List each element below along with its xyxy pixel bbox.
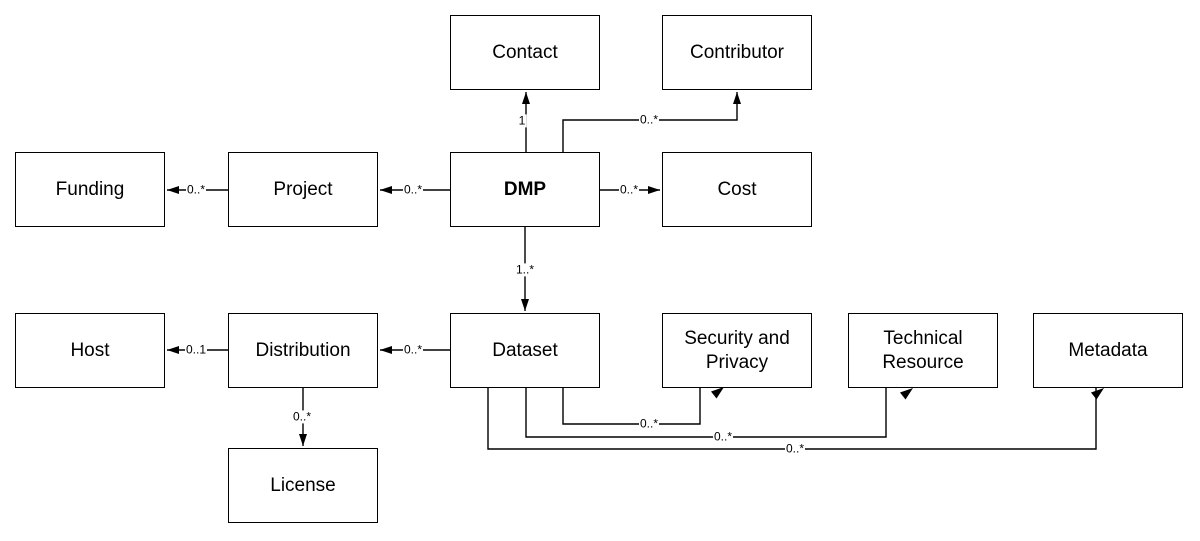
node-cost-label: Cost [717, 178, 757, 200]
node-contributor: Contributor [662, 15, 812, 90]
multiplicity-dataset-technical: 0..* [712, 429, 734, 444]
node-security-and-privacy: Security and Privacy [662, 313, 812, 388]
node-host-label: Host [70, 339, 110, 361]
node-technical-resource-label: Technical Resource [882, 328, 964, 373]
node-cost: Cost [662, 152, 812, 227]
node-metadata: Metadata [1033, 313, 1183, 388]
node-distribution-label: Distribution [255, 339, 351, 361]
multiplicity-distribution-license: 0..* [291, 409, 313, 424]
node-distribution: Distribution [228, 313, 378, 388]
node-funding: Funding [15, 152, 165, 227]
multiplicity-dmp-contributor: 0..* [638, 112, 660, 127]
node-dataset-label: Dataset [492, 339, 558, 361]
node-dmp-label: DMP [503, 178, 547, 200]
edge-dataset-security [562, 388, 701, 425]
multiplicity-project-funding: 0..* [185, 182, 207, 197]
node-dmp: DMP [450, 152, 600, 227]
multiplicity-dataset-security: 0..* [638, 416, 660, 431]
node-dataset: Dataset [450, 313, 600, 388]
multiplicity-dataset-metadata: 0..* [784, 441, 806, 456]
node-contact-label: Contact [492, 41, 558, 63]
edge-dataset-metadata [487, 388, 1097, 450]
node-license: License [228, 448, 378, 523]
node-contact: Contact [450, 15, 600, 90]
multiplicity-dataset-distribution: 0..* [402, 342, 424, 357]
node-technical-resource: Technical Resource [848, 313, 998, 388]
node-contributor-label: Contributor [690, 41, 784, 63]
multiplicity-dmp-project: 0..* [402, 182, 424, 197]
node-license-label: License [270, 474, 336, 496]
multiplicity-dmp-dataset: 1..* [514, 262, 536, 277]
node-metadata-label: Metadata [1068, 339, 1148, 361]
multiplicity-dmp-contact: 1 [517, 113, 527, 128]
node-security-and-privacy-label: Security and Privacy [684, 328, 790, 373]
node-funding-label: Funding [55, 178, 125, 200]
multiplicity-dmp-cost: 0..* [618, 182, 640, 197]
node-host: Host [15, 313, 165, 388]
node-project: Project [228, 152, 378, 227]
node-project-label: Project [273, 178, 333, 200]
multiplicity-distribution-host: 0..1 [184, 342, 208, 357]
edge-dataset-technical [525, 388, 887, 438]
